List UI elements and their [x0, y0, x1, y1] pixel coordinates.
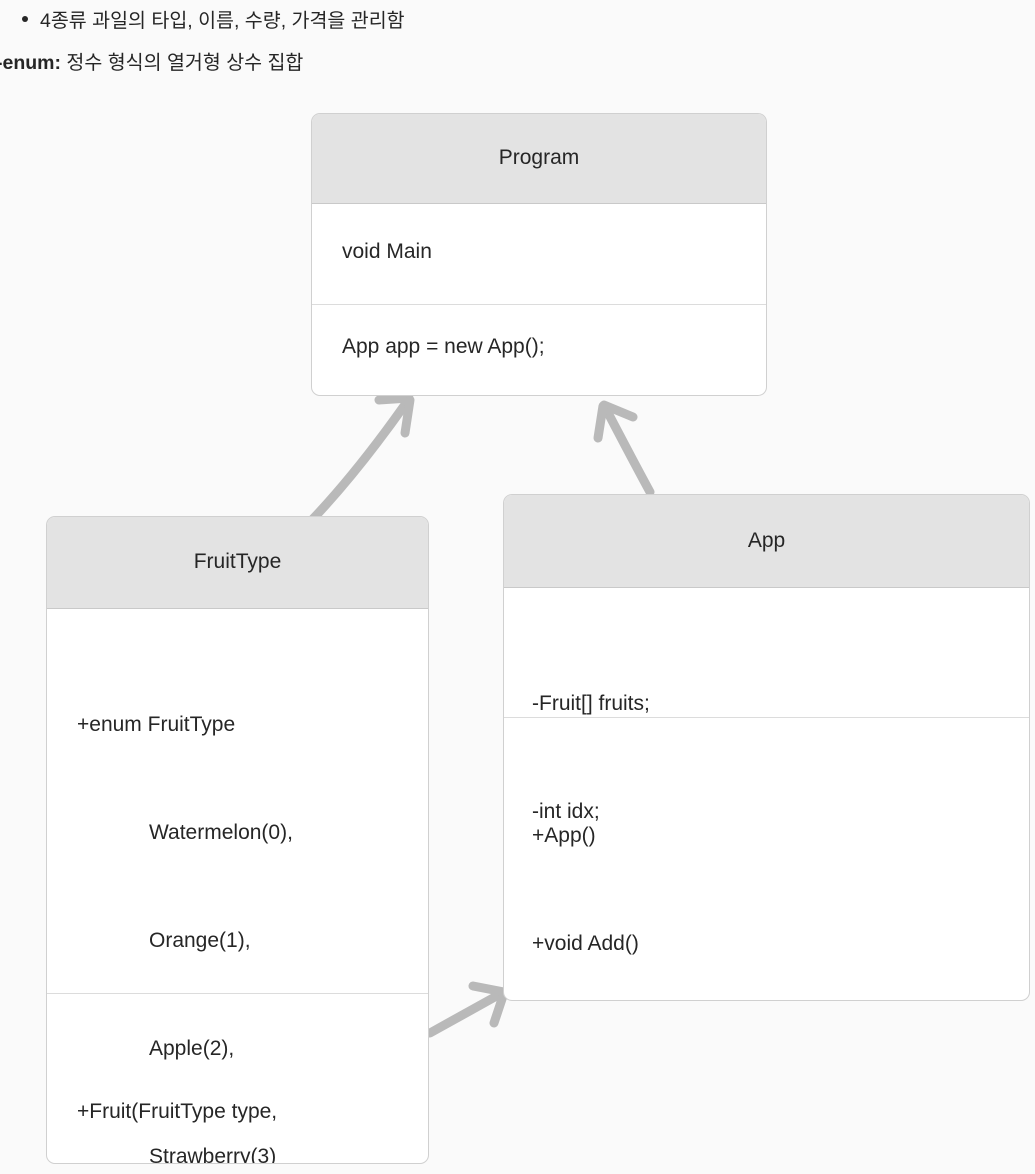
arrow-app-to-program	[593, 400, 655, 497]
class-box-program[interactable]: Program void Main App app = new App();	[311, 113, 767, 396]
class-section-program-main: void Main	[342, 240, 432, 263]
arrow-fruittype-to-app	[425, 981, 509, 1038]
member-line: Strawberry(3)	[149, 1145, 277, 1164]
note-enum-line: -enum: 정수 형식의 열거형 상수 집합	[0, 50, 303, 76]
member-line: Watermelon(0),	[149, 821, 293, 844]
class-section-app-methods: +App() +void Add() +void ShowList() +voi…	[504, 717, 1029, 1000]
class-section-app-fields: -Fruit[] fruits; -int idx;	[504, 588, 1029, 823]
class-title-app: App	[504, 495, 1029, 588]
constructor-line: +Fruit(FruitType type,	[77, 1100, 278, 1123]
class-section-fruittype-constructor: +Fruit(FruitType type, string name, int …	[47, 993, 428, 1163]
member-line: Orange(1),	[149, 929, 251, 952]
note-enum-lead: -enum:	[0, 52, 61, 74]
arrow-fruittype-to-program	[305, 393, 415, 527]
class-box-app[interactable]: App -Fruit[] fruits; -int idx; +App() +v…	[503, 494, 1030, 1001]
field-line: -int idx;	[532, 800, 600, 823]
class-box-fruittype[interactable]: FruitType +enum FruitType Watermelon(0),…	[46, 516, 429, 1164]
note-enum-rest: 정수 형식의 열거형 상수 집합	[61, 52, 304, 74]
method-line: +App()	[532, 824, 596, 847]
note-bullet-text: 4종류 과일의 타입, 이름, 수량, 가격을 관리함	[40, 10, 405, 32]
bullet-dot-icon	[22, 16, 28, 22]
class-section-fruittype-members: +enum FruitType Watermelon(0), Orange(1)…	[47, 609, 428, 1163]
class-section-program-body: App app = new App();	[312, 304, 766, 394]
class-title-program: Program	[312, 114, 766, 204]
note-bullet-item: 4종류 과일의 타입, 이름, 수량, 가격을 관리함	[22, 8, 405, 34]
member-line: +enum FruitType	[77, 713, 236, 736]
field-line: -Fruit[] fruits;	[532, 692, 650, 715]
member-line: Apple(2),	[149, 1037, 235, 1060]
class-title-fruittype: FruitType	[47, 517, 428, 609]
method-line: +void Add()	[532, 932, 639, 955]
